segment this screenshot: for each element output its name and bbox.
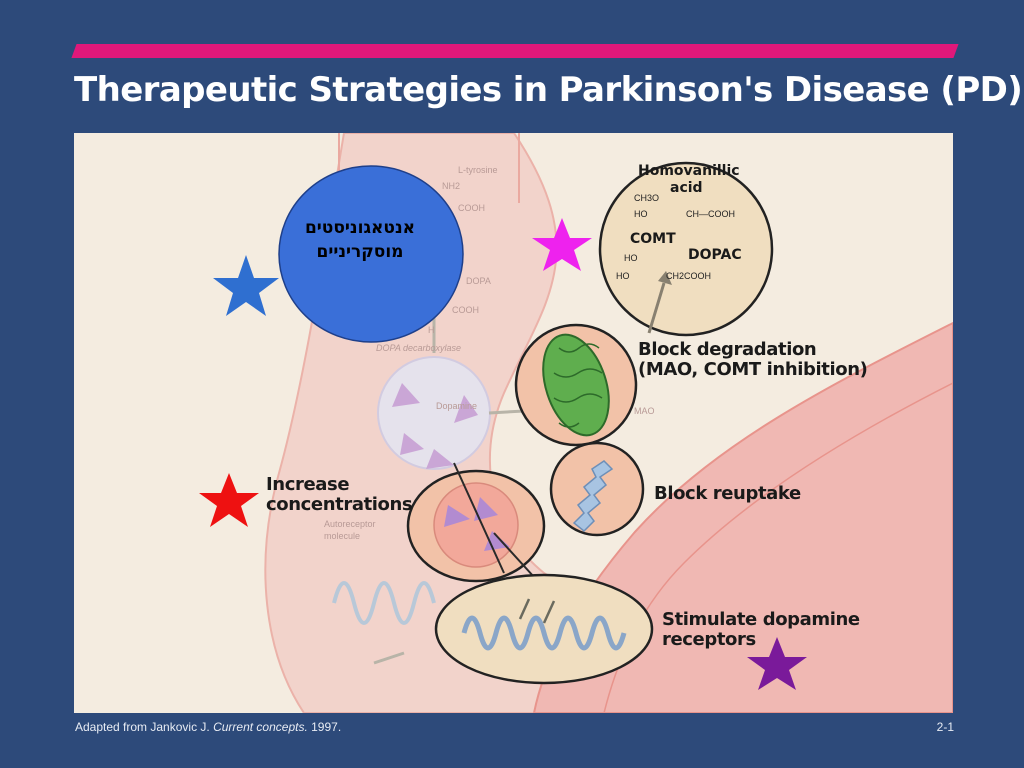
title-accent-rule	[71, 44, 959, 58]
metabolite-circle	[598, 161, 774, 337]
dopa-decarboxylase-label: DOPA decarboxylase	[376, 343, 462, 353]
hva-label-2: acid	[670, 180, 703, 196]
transporter-protein	[572, 460, 614, 533]
source-credit: Adapted from Jankovic J. Current concept…	[75, 720, 341, 734]
stimulate-receptors-label-1: Stimulate dopamine	[662, 609, 860, 630]
l-tyrosine-label: L-tyrosine	[458, 165, 498, 175]
nh2-label: NH2	[442, 181, 461, 191]
ch3o-label: CH3O	[634, 193, 660, 203]
annotation-circle	[278, 165, 464, 343]
h-label: H	[428, 325, 435, 335]
muscarinic-antagonists-annotation: אנטאגוניסטים מוסקריניים	[280, 216, 440, 264]
diagram-illustration	[199, 133, 953, 713]
dopa-label: DOPA	[466, 276, 491, 286]
slide-number: 2-1	[936, 720, 954, 734]
purple-star-icon	[747, 637, 807, 690]
annotation-line-1: אנטאגוניסטים	[304, 218, 416, 238]
credit-year: 1997.	[307, 720, 342, 734]
ch2cooh-label: CH2COOH	[666, 271, 712, 281]
autoreceptor-label-2: molecule	[324, 531, 361, 541]
magenta-star-icon	[532, 218, 592, 271]
credit-journal: Current concepts.	[213, 720, 308, 734]
increase-concentrations-label-2: concentrations	[266, 494, 413, 515]
block-degradation-label-2: (MAO, COMT inhibition)	[638, 359, 868, 380]
hva-label-1: Homovanillic	[638, 163, 740, 179]
credit-prefix: Adapted from Jankovic J.	[75, 720, 214, 734]
mao-label: MAO	[634, 406, 655, 416]
block-degradation-label-1: Block degradation	[638, 339, 817, 360]
increase-concentrations-label-1: Increase	[266, 474, 350, 495]
annotation-line-2: מוסקריניים	[316, 242, 404, 262]
dopac-label: DOPAC	[688, 247, 742, 263]
dopamine-label: Dopamine	[436, 401, 478, 411]
dopamine-receptors	[461, 615, 627, 651]
mitochondrion	[542, 333, 610, 437]
autoreceptor-label-1: Autoreceptor	[324, 519, 376, 529]
slide-title: Therapeutic Strategies in Parkinson's Di…	[74, 70, 1023, 110]
cooh-label-1: COOH	[458, 203, 485, 213]
pd-synapse-diagram: L-tyrosine NH2 COOH DOPA COOH H DOPA dec…	[74, 133, 953, 713]
ho-label-3: HO	[616, 271, 630, 281]
ch-cooh-label: CH—COOH	[686, 209, 735, 219]
ho-label-1: HO	[634, 209, 648, 219]
comt-label: COMT	[630, 231, 676, 247]
block-reuptake-label: Block reuptake	[654, 483, 801, 504]
ho-label-2: HO	[624, 253, 638, 263]
red-star-icon	[199, 473, 259, 527]
cooh-label-2: COOH	[452, 305, 479, 315]
blue-star-icon	[213, 255, 279, 316]
stimulate-receptors-label-2: receptors	[662, 629, 756, 650]
